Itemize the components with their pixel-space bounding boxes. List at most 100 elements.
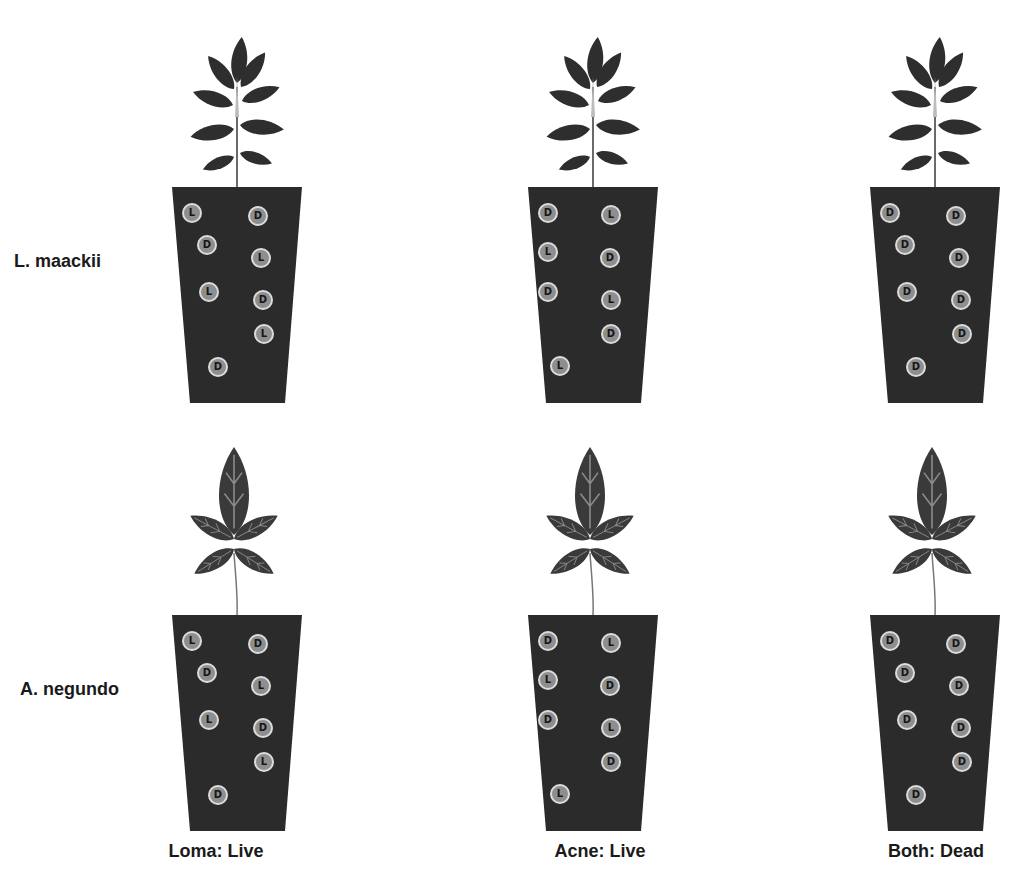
seed-letter: L bbox=[545, 675, 551, 685]
seed-letter: D bbox=[952, 639, 960, 649]
seed-circle: D bbox=[952, 752, 972, 772]
seed-letter: D bbox=[544, 208, 552, 218]
seed-letter: L bbox=[545, 247, 551, 257]
seed-circle: L bbox=[254, 324, 274, 344]
seed-circle: D bbox=[197, 235, 217, 255]
seed-letter: L bbox=[206, 715, 212, 725]
seed-circle: D bbox=[906, 357, 926, 377]
seed-letter: D bbox=[955, 253, 963, 263]
seed-letter: L bbox=[608, 210, 614, 220]
row-label: A. negundo bbox=[20, 680, 119, 700]
seed-circle: D bbox=[208, 357, 228, 377]
seed-letter: L bbox=[608, 723, 614, 733]
seed-circle: D bbox=[951, 718, 971, 738]
seed-circle: D bbox=[601, 752, 621, 772]
seed-circle: D bbox=[197, 663, 217, 683]
seed-circle: L bbox=[601, 290, 621, 310]
seed-letter: D bbox=[214, 362, 222, 372]
seed-circle: D bbox=[538, 282, 558, 302]
seed-letter: D bbox=[254, 211, 262, 221]
seed-letter: D bbox=[544, 715, 552, 725]
seed-circle: L bbox=[199, 282, 219, 302]
seed-circle: L bbox=[182, 203, 202, 223]
seed-circle: L bbox=[601, 205, 621, 225]
seed-letter: L bbox=[608, 638, 614, 648]
seed-letter: D bbox=[607, 757, 615, 767]
seed-circle: D bbox=[253, 290, 273, 310]
seed-letter: D bbox=[214, 790, 222, 800]
seed-letter: L bbox=[206, 287, 212, 297]
column-label: Loma: Live bbox=[168, 842, 263, 862]
seed-circle: D bbox=[951, 290, 971, 310]
seed-circle: D bbox=[880, 203, 900, 223]
seed-letter: D bbox=[912, 790, 920, 800]
seed-circle: D bbox=[906, 785, 926, 805]
seed-circle: D bbox=[248, 206, 268, 226]
seed-letter: D bbox=[886, 636, 894, 646]
seed-letter: L bbox=[189, 208, 195, 218]
seed-letter: D bbox=[957, 295, 965, 305]
seed-letter: L bbox=[258, 253, 264, 263]
seed-letter: D bbox=[912, 362, 920, 372]
seed-circle: L bbox=[550, 784, 570, 804]
seed-letter: L bbox=[189, 636, 195, 646]
seed-circle: L bbox=[538, 242, 558, 262]
seed-circle: D bbox=[538, 631, 558, 651]
seed-circle: L bbox=[254, 752, 274, 772]
seed-letter: D bbox=[544, 636, 552, 646]
seed-letter: D bbox=[259, 295, 267, 305]
seed-letter: D bbox=[544, 287, 552, 297]
seed-circle: D bbox=[538, 710, 558, 730]
seed-circle: L bbox=[601, 633, 621, 653]
seed-letter: D bbox=[958, 329, 966, 339]
column-label: Both: Dead bbox=[888, 842, 984, 862]
seed-circle: L bbox=[251, 676, 271, 696]
seed-letter: L bbox=[261, 329, 267, 339]
seed-letter: D bbox=[903, 715, 911, 725]
seed-circle: D bbox=[600, 676, 620, 696]
seed-letter: D bbox=[955, 681, 963, 691]
seed-letter: D bbox=[203, 668, 211, 678]
seed-circle: D bbox=[946, 206, 966, 226]
seed-circle: L bbox=[550, 356, 570, 376]
seed-letter: L bbox=[258, 681, 264, 691]
seed-letter: D bbox=[903, 287, 911, 297]
pot-row-top bbox=[172, 36, 1000, 403]
seed-circle: L bbox=[199, 710, 219, 730]
seed-circle: D bbox=[949, 676, 969, 696]
seed-circle: D bbox=[949, 248, 969, 268]
seed-letter: D bbox=[606, 681, 614, 691]
seed-circle: D bbox=[897, 282, 917, 302]
seed-circle: D bbox=[880, 631, 900, 651]
seed-circle: D bbox=[248, 634, 268, 654]
seed-letter: D bbox=[607, 329, 615, 339]
seed-letter: L bbox=[261, 757, 267, 767]
seed-circle: L bbox=[182, 631, 202, 651]
seed-letter: D bbox=[901, 240, 909, 250]
seed-circle: D bbox=[538, 203, 558, 223]
seed-letter: D bbox=[254, 639, 262, 649]
seed-circle: L bbox=[601, 718, 621, 738]
seed-letter: D bbox=[957, 723, 965, 733]
seed-circle: L bbox=[251, 248, 271, 268]
seed-letter: D bbox=[958, 757, 966, 767]
seed-letter: D bbox=[259, 723, 267, 733]
seed-circle: D bbox=[895, 663, 915, 683]
seed-letter: D bbox=[952, 211, 960, 221]
seed-circle: D bbox=[897, 710, 917, 730]
pot-row-bottom bbox=[172, 447, 1000, 831]
seed-circle: L bbox=[538, 670, 558, 690]
seed-circle: D bbox=[208, 785, 228, 805]
row-label: L. maackii bbox=[14, 252, 101, 272]
seed-letter: D bbox=[203, 240, 211, 250]
column-label: Acne: Live bbox=[554, 842, 645, 862]
seed-circle: D bbox=[946, 634, 966, 654]
seed-circle: D bbox=[952, 324, 972, 344]
seed-circle: D bbox=[600, 248, 620, 268]
seed-letter: D bbox=[901, 668, 909, 678]
seed-circle: D bbox=[253, 718, 273, 738]
seed-letter: L bbox=[557, 789, 563, 799]
seed-letter: D bbox=[886, 208, 894, 218]
